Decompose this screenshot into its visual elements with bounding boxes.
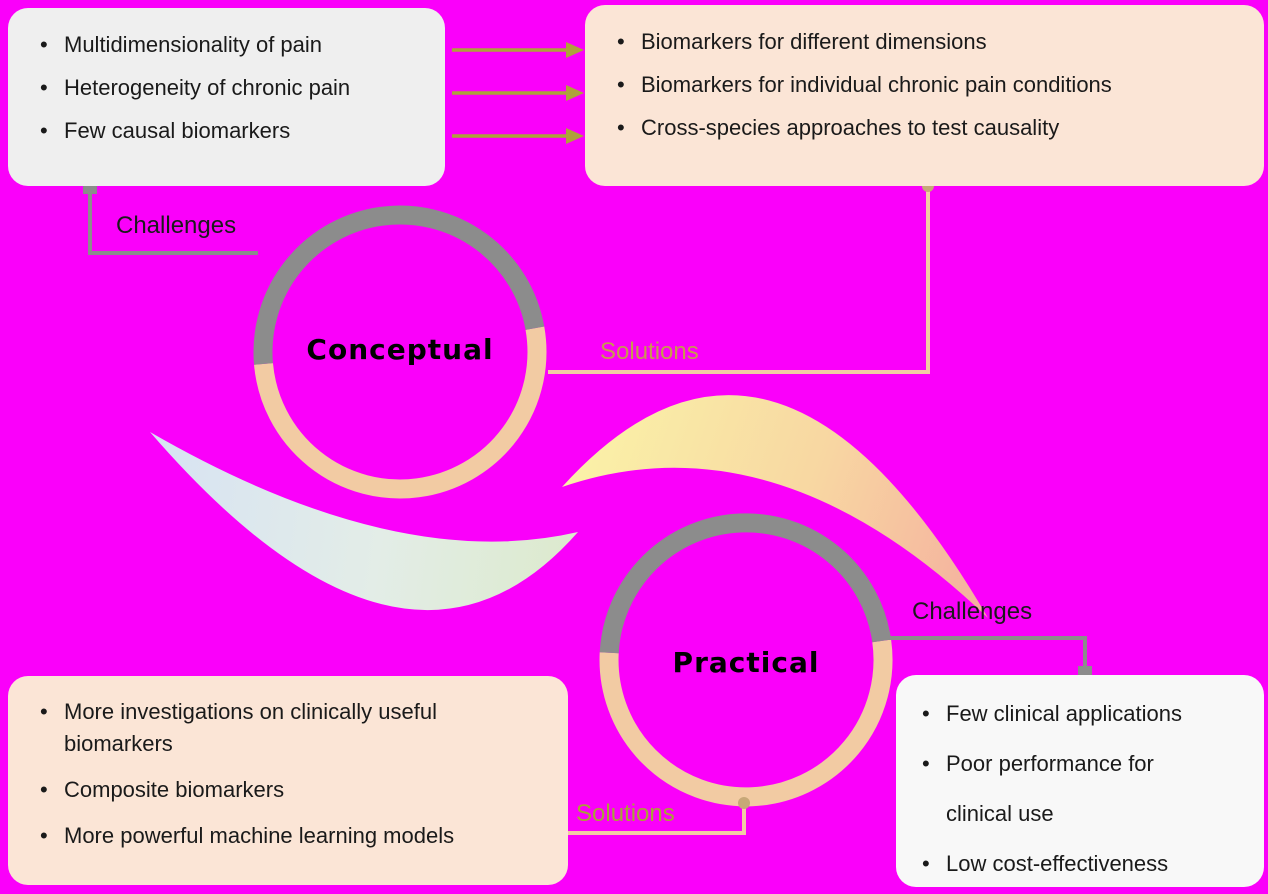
arrow-head-icon [566, 42, 584, 58]
practical-solutions-list: More investigations on clinically useful… [8, 676, 568, 852]
conceptual-solutions-box: Biomarkers for different dimensions Biom… [585, 5, 1264, 186]
list-item-text: Few clinical applications [946, 701, 1182, 726]
list-item-text: More investigations on clinically useful… [64, 699, 437, 756]
list-item: More investigations on clinically useful… [38, 696, 534, 760]
challenges-to-solutions-arrow-2 [452, 85, 584, 101]
list-item: More powerful machine learning models [38, 820, 534, 852]
arrow-head-icon [566, 128, 584, 144]
list-item: Few clinical applications [920, 689, 1216, 739]
conceptual-ring-top [253, 205, 545, 365]
practical-solutions-label: Solutions [576, 800, 675, 827]
list-item: Cross-species approaches to test causali… [615, 113, 1248, 144]
conceptual-solutions-label: Solutions [600, 338, 699, 365]
practical-ring-top [599, 513, 892, 654]
list-item-text: Heterogeneity of chronic pain [64, 74, 351, 100]
list-item-text: Biomarkers for different dimensions [641, 29, 987, 54]
list-item-text: Few causal biomarkers [64, 117, 291, 143]
challenges-to-solutions-arrow-3 [452, 128, 584, 144]
conceptual-challenges-label: Challenges [116, 212, 237, 239]
left-swoosh-arc [150, 432, 578, 611]
challenges-to-solutions-arrow-1 [452, 42, 584, 58]
list-item: Composite biomarkers [38, 774, 534, 806]
connector-endpoint-dot [738, 797, 750, 809]
list-item: Multidimensionality of pain [38, 30, 429, 61]
practical-solutions-box: More investigations on clinically useful… [8, 676, 568, 885]
conceptual-ring-bottom [254, 326, 547, 499]
list-item-text: Low cost-effectiveness [946, 851, 1169, 876]
practical-challenges-list: Few clinical applications Poor performan… [896, 675, 1264, 889]
list-item: Heterogeneity of chronic pain [38, 73, 429, 104]
list-item-text: Cross-species approaches to test causali… [641, 114, 1060, 140]
list-item-text: Biomarkers for individual chronic pain c… [641, 71, 1112, 97]
list-item-text: More powerful machine learning models [64, 822, 455, 848]
practical-challenges-connector [878, 636, 1092, 680]
practical-challenges-label: Challenges [912, 598, 1033, 625]
list-item: Biomarkers for individual chronic pain c… [615, 70, 1248, 101]
conceptual-solutions-list: Biomarkers for different dimensions Biom… [585, 5, 1264, 143]
practical-ring-title: Practical [672, 646, 820, 679]
practical-ring-bottom [599, 639, 893, 807]
practical-solutions-connector [568, 797, 750, 835]
list-item-text: Multidimensionality of pain [64, 32, 323, 57]
conceptual-challenges-box: Multidimensionality of pain Heterogeneit… [8, 8, 445, 186]
arrow-head-icon [566, 85, 584, 101]
list-item-text: Poor performance for clinical use [946, 751, 1154, 826]
list-item: Low cost-effectiveness [920, 839, 1216, 889]
list-item: Few causal biomarkers [38, 116, 429, 147]
conceptual-ring-title: Conceptual [306, 333, 494, 366]
list-item-text: Composite biomarkers [64, 776, 285, 802]
list-item: Poor performance for clinical use [920, 739, 1216, 839]
conceptual-challenges-list: Multidimensionality of pain Heterogeneit… [8, 8, 445, 146]
practical-challenges-box: Few clinical applications Poor performan… [896, 675, 1264, 889]
right-swoosh-arc [562, 395, 988, 618]
list-item: Biomarkers for different dimensions [615, 27, 1248, 58]
